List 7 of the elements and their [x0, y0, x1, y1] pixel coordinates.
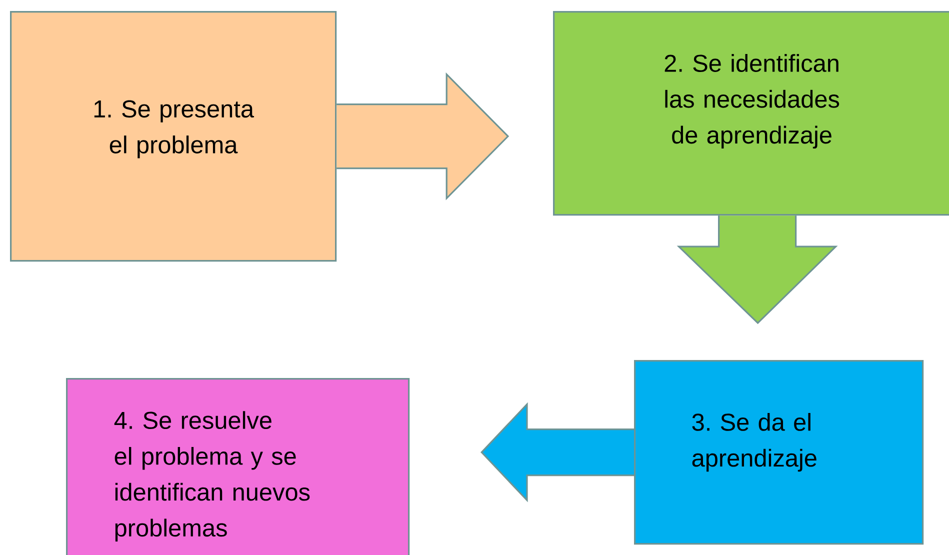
step-box: 1. Se presenta el problema: [10, 11, 337, 262]
step-box: 3. Se da el aprendizaje: [634, 360, 924, 545]
block-arrow: [480, 402, 635, 502]
step-box: 4. Se resuelve el problema y se identifican nuevos problemas: [66, 378, 410, 555]
block-arrow: [676, 214, 838, 324]
block-arrow: [336, 72, 510, 200]
step-box: 2. Se identifican las necesidades de aprendizaje: [553, 11, 949, 216]
